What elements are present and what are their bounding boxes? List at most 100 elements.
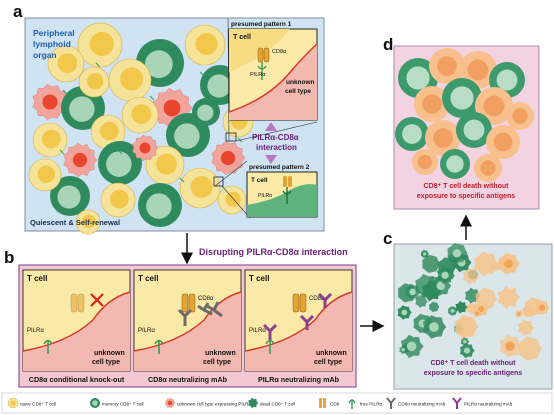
naive-cd8-t-cell: [77, 22, 123, 68]
dead-cell-fragment: [504, 259, 513, 269]
cell-nucleus: [131, 104, 152, 124]
lymphoid-organ-cells: [28, 22, 254, 235]
cd8-icon: [263, 47, 270, 63]
inset-1-membrane: [228, 43, 318, 113]
legend-nucleus: [10, 400, 16, 406]
cell-nucleus: [42, 129, 61, 149]
naive-cd8-t-cell: [47, 45, 85, 83]
legend-label: dead CD8⁺ T cell: [260, 402, 295, 407]
inset-1-unknown-label: cell type: [285, 88, 311, 95]
memory-cd8-t-cell: [456, 112, 492, 148]
cell-membrane-line: [133, 291, 242, 352]
dead-cell-fragment: [463, 339, 467, 344]
panel-d-caption-1: CD8⁺ T cell death without: [424, 183, 510, 190]
free-pilra-icon: [348, 399, 356, 409]
cell-nucleus: [195, 33, 218, 55]
dead-cd8-t-cell: [415, 274, 439, 298]
zoom-box-2: [213, 176, 224, 187]
panel-d-cells: [395, 48, 534, 182]
legend-item: PILRα neutralizing mAb: [452, 397, 513, 409]
panel-c: c CD8⁺ T cell death without exposure to …: [383, 229, 553, 390]
naive-cd8-t-cell: [414, 86, 450, 122]
inset-1-unknown-label: unknown: [286, 79, 315, 86]
cell-nucleus: [190, 176, 213, 198]
cell-nucleus: [437, 56, 457, 76]
cell-nucleus: [463, 119, 485, 141]
dead-cd8-t-cell-icon: [248, 397, 259, 409]
organ-title-line3: organ: [33, 50, 57, 60]
panel-c-letter: c: [383, 229, 392, 248]
dead-cell-fragment: [463, 347, 471, 354]
cd8-icon: [77, 293, 85, 313]
cell-nucleus: [110, 189, 129, 209]
cell-nucleus: [120, 67, 144, 91]
pilra-mab-icon: [452, 397, 462, 409]
cell-nucleus: [57, 185, 81, 209]
cell-nucleus: [406, 66, 430, 90]
cell-nucleus: [100, 121, 119, 141]
inset-2-pilr-label: PILRα: [258, 193, 272, 199]
legend-nucleus: [167, 400, 173, 406]
legend-nucleus: [92, 400, 98, 406]
dead-cell-fragment: [401, 348, 405, 352]
cell-nucleus: [146, 193, 172, 219]
dead-cell-fragment: [422, 252, 427, 256]
legend-item: unknown cell type expressing PILRα: [164, 397, 251, 409]
panel-a-footer: Quiescent & Self-renewal: [30, 218, 120, 227]
naive-cd8-t-cell: [179, 167, 221, 209]
naive-cd8-t-cell: [32, 122, 68, 158]
cell-nucleus: [144, 50, 173, 79]
memory-cd8-t-cell: [50, 176, 90, 216]
dead-cell-fragment: [517, 312, 521, 316]
cell-nucleus: [163, 99, 181, 117]
naive-cd8-t-cell: [429, 48, 465, 84]
cd8-icon: [188, 293, 196, 313]
panel-b-letter: b: [4, 248, 14, 267]
naive-cd8-t-cell: [425, 120, 461, 156]
cell-nucleus: [42, 94, 58, 110]
naive-cd8-t-cell: [145, 145, 185, 185]
legend-label: PILRα neutralizing mAb: [464, 402, 513, 407]
pilra-icon: [43, 339, 53, 354]
zoom-connector: [214, 160, 248, 187]
unknown-cell-type: [32, 83, 69, 121]
inset-1-cd8-label: CD8α: [272, 49, 287, 55]
inset-1-unknown-region: [229, 44, 317, 120]
panel-d-letter: d: [383, 35, 393, 54]
subpanel-tcell-label: T cell: [249, 274, 269, 283]
cell-nucleus: [467, 59, 489, 81]
free-pilra: [59, 149, 65, 155]
panel-a: a Peripheral lymphoid organ Quiescent & …: [13, 2, 325, 235]
cell-nucleus: [450, 86, 474, 110]
cell-nucleus: [139, 142, 151, 154]
cd8-icon: [283, 176, 287, 187]
pilra-mab-icon: [262, 323, 278, 340]
inset-1-tcell-label: T cell: [233, 34, 251, 41]
interaction-label-1: PILRα-CD8α: [252, 133, 299, 142]
cell-nucleus: [433, 128, 453, 148]
legend-item: memory CD8⁺ T cell: [90, 398, 144, 408]
panel-d: d CD8⁺ T cell death without exposure to …: [383, 35, 540, 210]
free-pilra: [199, 71, 205, 77]
dead-cell-fragment: [450, 308, 455, 313]
dead-cell-fragment: [475, 311, 479, 316]
pilra-icon: [282, 187, 292, 204]
naive-cd8-t-cell: [506, 102, 534, 130]
subpanel-caption: PILRα neutralizing mAb: [258, 375, 340, 384]
legend-label: CD8α neutralizing mAb: [398, 402, 446, 407]
cd8-icon: [70, 293, 78, 313]
knockout-cross-icon: [90, 293, 104, 307]
cd8-icon: [292, 293, 300, 313]
memory-cd8-t-cell: [440, 149, 470, 179]
memory-cd8-t-cell: [98, 141, 142, 185]
dead-cell-fragment: [436, 281, 445, 291]
cell-nucleus: [86, 73, 104, 90]
dead-cd8-t-cell: [517, 319, 535, 337]
zoom-connector: [221, 185, 251, 219]
cell-nucleus: [220, 150, 236, 166]
pilra-icon: [265, 339, 275, 354]
dead-cell-fragment: [406, 341, 417, 352]
inset-pattern-1: presumed pattern 1 T cell CD8α PILRα unk…: [228, 21, 318, 121]
